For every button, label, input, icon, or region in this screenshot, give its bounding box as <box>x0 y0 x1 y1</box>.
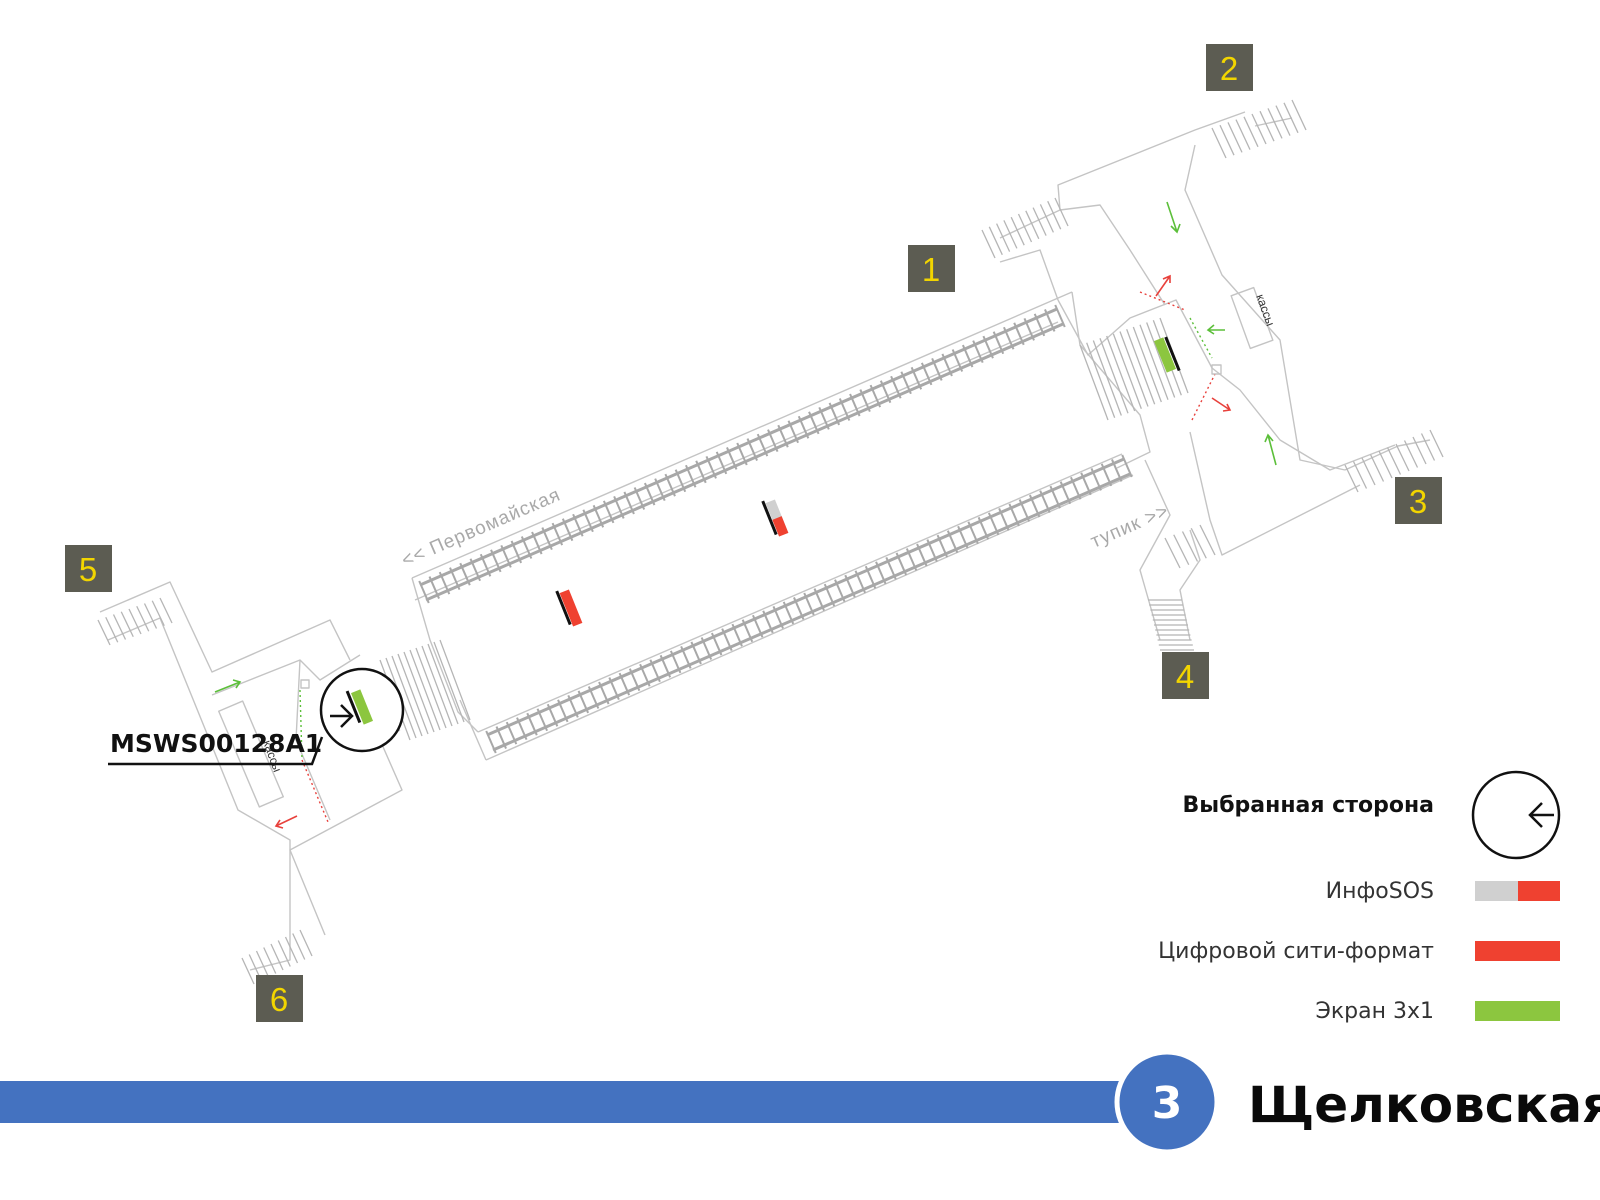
exit-label-5: 5 <box>65 545 112 592</box>
ad-code-label[interactable]: MSWS00128A1 <box>110 729 322 758</box>
exit-label-1: 1 <box>908 245 955 292</box>
legend-infosos: ИнфоSOS <box>1326 879 1434 904</box>
green-arrow-icon <box>1206 324 1225 335</box>
legend-screen-3x1-swatch <box>1475 1001 1560 1021</box>
line-number: 3 <box>1152 1078 1183 1129</box>
legend-screen-3x1: Экран 3х1 <box>1316 999 1435 1024</box>
legend-infosos-swatch-grey <box>1475 881 1518 901</box>
green-arrow-icon <box>1264 433 1277 466</box>
screen-3x1-marker <box>1153 337 1177 373</box>
red-arrow-icon <box>1155 274 1171 297</box>
screen-3x1-selected[interactable] <box>350 689 374 725</box>
legend-selected-circle <box>1471 770 1561 860</box>
line-number-badge <box>1114 1049 1220 1155</box>
red-arrow-icon <box>1211 397 1232 412</box>
legend-digital-city-swatch <box>1475 941 1560 961</box>
svg-text:6: 6 <box>270 981 288 1018</box>
station-name: Щелковская <box>1248 1076 1600 1134</box>
right-vestibule: кассы <box>981 99 1444 651</box>
legend: Выбранная сторона ИнфоSOS Цифровой сити-… <box>1158 770 1561 1024</box>
red-arrow-icon <box>274 815 298 829</box>
direction-label-right: тупик >> <box>1088 500 1173 552</box>
green-arrow-icon <box>1166 201 1181 234</box>
arrow-left-icon <box>1528 802 1554 828</box>
svg-text:5: 5 <box>79 551 97 588</box>
track-lower <box>485 454 1133 754</box>
arrow-right-icon <box>330 704 354 728</box>
svg-text:4: 4 <box>1176 658 1194 695</box>
kassy-label-right: кассы <box>1253 292 1277 328</box>
metro-line-bar: 3 Щелковская <box>0 1049 1600 1155</box>
exit-label-3: 3 <box>1395 477 1442 524</box>
svg-text:2: 2 <box>1220 50 1238 87</box>
exit-label-4: 4 <box>1162 652 1209 699</box>
exit-label-6: 6 <box>256 975 303 1022</box>
svg-text:3: 3 <box>1409 483 1427 520</box>
screen-3x1-marker-edge <box>1164 336 1181 372</box>
track-upper <box>418 304 1066 604</box>
green-arrow-icon <box>214 679 242 693</box>
platform-hall <box>411 291 1151 761</box>
digital-city-format-marker[interactable] <box>559 589 583 627</box>
left-vestibule: кассы MSWS00128A1 <box>97 581 471 985</box>
legend-infosos-swatch-red <box>1518 881 1560 901</box>
svg-text:1: 1 <box>922 251 940 288</box>
exit-label-2: 2 <box>1206 44 1253 91</box>
legend-digital-city-format: Цифровой сити-формат <box>1158 939 1434 964</box>
legend-selected-side: Выбранная сторона <box>1183 793 1434 818</box>
